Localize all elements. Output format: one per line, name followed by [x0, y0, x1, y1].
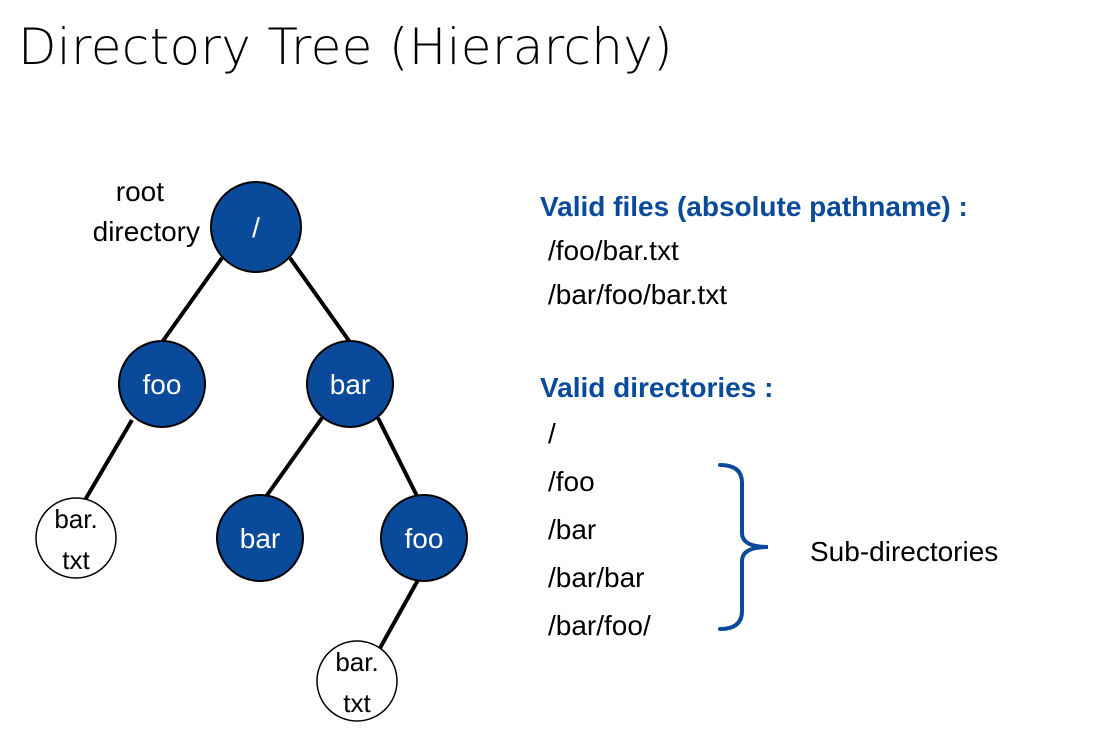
- valid-files-heading: Valid files (absolute pathname) :: [540, 191, 968, 222]
- valid-directories-section: Valid directories : / /foo /bar /bar/bar…: [540, 366, 773, 650]
- directory-path-item: /bar/foo/: [548, 610, 651, 641]
- root-directory-label: root directory: [50, 172, 200, 252]
- page-title: Directory Tree (Hierarchy): [18, 18, 673, 76]
- bar-bar-node-label: bar: [240, 523, 280, 554]
- edge-root-foo: [158, 256, 224, 347]
- edge-bar-barfoo: [376, 417, 420, 499]
- foo-node-label: foo: [143, 369, 182, 400]
- foo-directory-node: foo: [118, 340, 206, 428]
- directory-path-item: /bar/bar: [548, 562, 645, 593]
- sub-directories-label: Sub-directories: [810, 536, 999, 567]
- root-directory-node: /: [210, 181, 302, 273]
- bar-foo-node-label: foo: [405, 523, 444, 554]
- directory-path-item: /foo: [548, 466, 595, 497]
- barfoo-file-label-line2: txt: [343, 688, 371, 718]
- bar-node-label: bar: [330, 369, 370, 400]
- file-path-item: /bar/foo/bar.txt: [548, 279, 727, 310]
- foo-file-label-line2: txt: [62, 545, 90, 575]
- bar-bar-directory-node: bar: [216, 494, 304, 582]
- foo-file-label-line1: bar.: [54, 504, 97, 534]
- edge-bar-barbar: [263, 416, 324, 500]
- bar-directory-node: bar: [306, 340, 394, 428]
- valid-directories-heading: Valid directories :: [540, 372, 774, 403]
- directory-path-item: /bar: [548, 514, 597, 545]
- valid-files-section: Valid files (absolute pathname) : /foo/b…: [540, 185, 968, 317]
- edge-root-bar: [288, 256, 354, 347]
- root-node-label: /: [252, 212, 260, 243]
- foo-bar-txt-file-node: bar. txt: [35, 497, 117, 579]
- bar-foo-directory-node: foo: [380, 494, 468, 582]
- edge-foo-file: [83, 418, 134, 502]
- file-path-item: /foo/bar.txt: [548, 235, 679, 266]
- sub-directories-brace-icon: [718, 463, 769, 631]
- edge-barfoo-file: [378, 579, 420, 649]
- bar-foo-bar-txt-file-node: bar. txt: [316, 640, 398, 722]
- directory-path-item: /: [548, 418, 556, 449]
- barfoo-file-label-line1: bar.: [335, 647, 378, 677]
- root-label-line2: directory: [92, 216, 200, 247]
- root-label-line1: root: [115, 176, 164, 207]
